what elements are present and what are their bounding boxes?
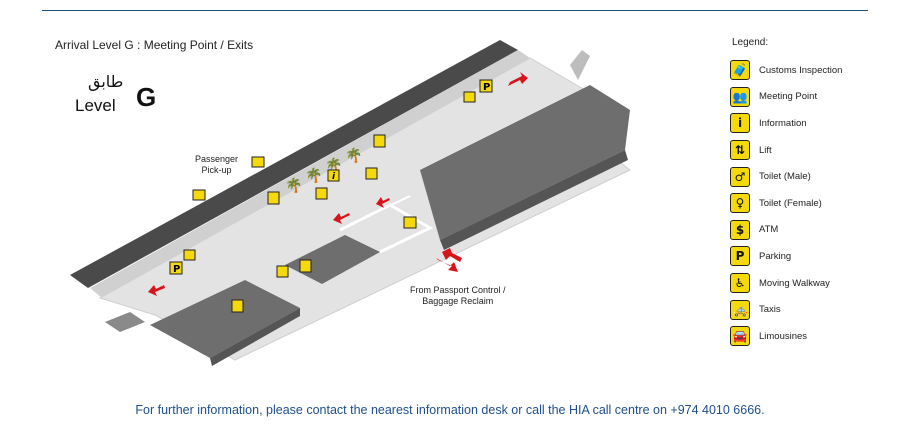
legend-label: Toilet (Female): [759, 197, 822, 209]
lift-icon: [373, 134, 386, 148]
legend-item: 🚘 Limousines: [730, 323, 890, 350]
legend-item: 🧳 Customs Inspection: [730, 57, 890, 84]
exit-ramp-west: [105, 312, 145, 332]
arrow-marker: [442, 248, 462, 262]
legend-label: Meeting Point: [759, 91, 818, 103]
legend-label: Toilet (Male): [759, 171, 811, 183]
legend-label: Limousines: [759, 330, 808, 342]
toilet-female-icon: ♀: [730, 193, 750, 214]
svg-text:🌴: 🌴: [345, 147, 362, 164]
map-title: Arrival Level G : Meeting Point / Exits: [55, 38, 254, 52]
svg-text:i: i: [332, 172, 336, 182]
arrow-marker: [508, 72, 528, 86]
legend-label: Moving Walkway: [759, 277, 830, 289]
legend-label: Lift: [759, 144, 772, 156]
legend-item: ♂ Toilet (Male): [730, 163, 890, 190]
svg-text:🌴: 🌴: [285, 177, 302, 194]
meeting-point-icon: [365, 167, 378, 180]
legend-label: Customs Inspection: [759, 64, 843, 76]
limousine-icon: [192, 189, 206, 201]
legend-item: ♿ Moving Walkway: [730, 270, 890, 297]
legend-label: ATM: [759, 224, 779, 236]
curb-strip: [90, 50, 530, 298]
moving-walkway-icon: [183, 249, 196, 261]
from-passport-line1: From Passport Control /: [410, 285, 506, 295]
level-arabic-label: طابق: [88, 72, 124, 91]
legend-item: ⇅ Lift: [730, 137, 890, 164]
exit-ramp-east: [570, 50, 590, 80]
lift-icon: [267, 191, 280, 205]
legend-item: 🚕 Taxis: [730, 296, 890, 323]
atm-icon: $: [730, 219, 750, 240]
taxi-icon: 🚕: [730, 299, 750, 320]
footer-info: For further information, please contact …: [135, 403, 765, 417]
toilet-male-icon: ♂: [730, 166, 750, 187]
legend-label: Information: [759, 117, 807, 129]
legend-label: Taxis: [759, 304, 781, 316]
toilet-female-icon: [231, 299, 244, 313]
customs-inspection-icon: 🧳: [730, 60, 750, 81]
legend-item: i Information: [730, 110, 890, 137]
building-block-south: [150, 280, 300, 358]
level-word-label: Level: [75, 96, 116, 115]
passenger-pickup-line1: Passenger: [195, 154, 239, 164]
information-icon: i: [730, 113, 750, 134]
meeting-point-icon: 👥: [730, 86, 750, 107]
taxi-icon: [251, 156, 265, 168]
svg-text:P: P: [483, 82, 490, 93]
top-rule: [42, 10, 868, 11]
legend-item: 👥 Meeting Point: [730, 84, 890, 111]
corridor-wall-2: [359, 195, 411, 221]
level-letter-label: G: [136, 82, 157, 112]
lift-icon: ⇅: [730, 140, 750, 161]
moving-walkway-icon: ♿: [730, 273, 750, 294]
building-block-east-side: [440, 150, 628, 250]
legend-item: $ ATM: [730, 217, 890, 244]
building-block-east: [420, 85, 630, 240]
legend: 🧳 Customs Inspection 👥 Meeting Point i Inform…: [730, 57, 890, 350]
customs-inspection-icon: [403, 216, 417, 229]
passenger-pickup-label: Passenger Pick-up: [195, 154, 238, 176]
passenger-pickup-line2: Pick-up: [201, 165, 232, 175]
meeting-point-icon: [315, 187, 328, 200]
limousine-icon: 🚘: [730, 326, 750, 347]
legend-item: ♀ Toilet (Female): [730, 190, 890, 217]
arrow-marker: [148, 285, 165, 296]
parking-icon: [169, 261, 183, 275]
from-passport-label: From Passport Control / Baggage Reclaim: [410, 285, 506, 307]
information-icon: [327, 169, 340, 182]
floor-map: 🌴 🌴 🌴 🌴 P P i: [70, 40, 631, 366]
legend-item: P Parking: [730, 243, 890, 270]
passport-arrow: [436, 258, 458, 272]
map-poi-markers: P P i: [169, 79, 493, 313]
road-strip: [70, 40, 518, 288]
arrow-marker: [333, 213, 350, 224]
building-block-south-side: [210, 308, 300, 366]
toilet-male-icon: [299, 259, 312, 273]
from-passport-line2: Baggage Reclaim: [422, 296, 494, 306]
svg-text:P: P: [173, 264, 180, 275]
atm-icon: [276, 265, 289, 278]
parking-icon: [479, 79, 493, 93]
legend-label: Parking: [759, 250, 792, 262]
svg-text:🌴: 🌴: [305, 167, 322, 184]
arrow-marker: [376, 197, 390, 208]
parking-icon: P: [730, 246, 750, 267]
legend-title: Legend:: [732, 37, 769, 48]
moving-walkway-icon: [463, 91, 476, 103]
